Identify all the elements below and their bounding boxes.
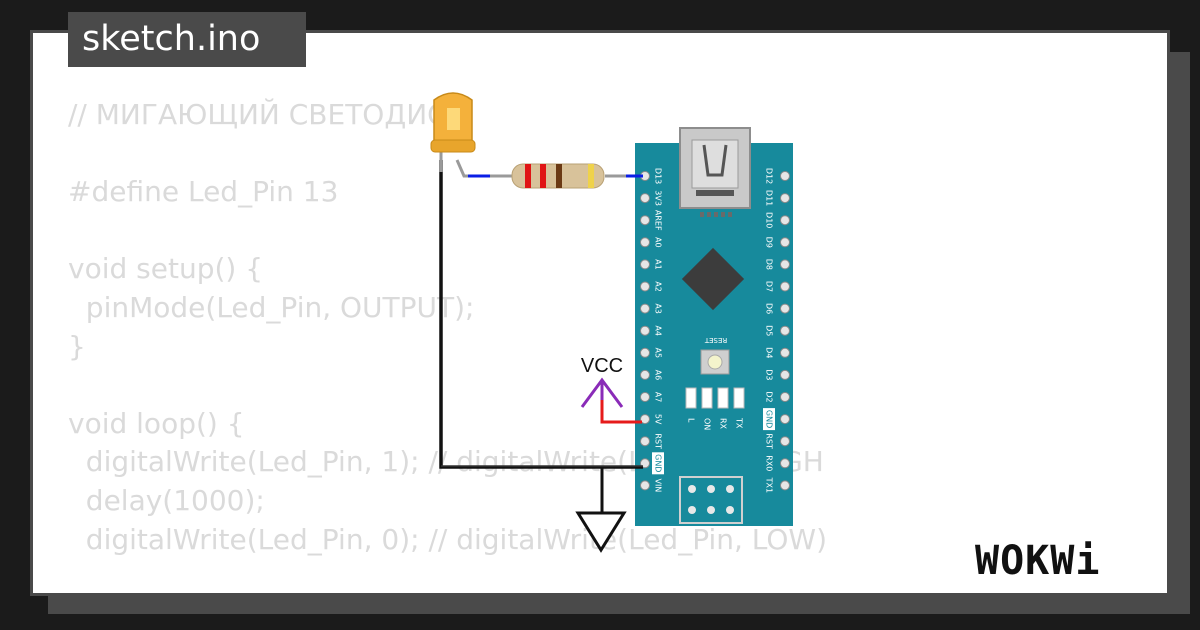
right-pin-label: D9 [765, 237, 774, 248]
left-pin-vin[interactable] [640, 480, 650, 491]
left-pin-3v3[interactable] [640, 193, 650, 204]
left-pin-a2[interactable] [640, 281, 650, 292]
left-pin-label: 5V [654, 414, 663, 425]
ground-wire [439, 160, 643, 469]
left-pin-a6[interactable] [640, 369, 650, 380]
right-pin-d3[interactable] [780, 369, 790, 380]
left-pin-5v[interactable] [640, 414, 650, 425]
right-pin-label: D2 [765, 391, 774, 402]
left-pin-label: RST [654, 433, 663, 449]
right-pin-d10[interactable] [780, 215, 790, 226]
right-pin-d11[interactable] [780, 193, 790, 204]
right-pin-label: D6 [765, 303, 774, 314]
right-pin-label: D3 [765, 369, 774, 380]
left-pin-label: A7 [654, 392, 663, 403]
left-pin-label: A6 [654, 370, 663, 381]
left-pin-rst[interactable] [640, 436, 650, 447]
vcc-symbol-icon: VCC [580, 355, 624, 408]
left-pin-label: 3V3 [654, 190, 663, 206]
code-line: void setup() { [68, 252, 264, 286]
right-pin-label: RX0 [765, 455, 774, 471]
right-pin-label: D5 [765, 325, 774, 336]
left-pin-label: A5 [654, 348, 663, 359]
code-line: pinMode(Led_Pin, OUTPUT); [68, 290, 475, 324]
right-pin-d8[interactable] [780, 259, 790, 270]
wokwi-logo: WOKWi [975, 538, 1100, 584]
led-anode-lead [455, 159, 486, 178]
vcc-label: VCC [581, 355, 623, 377]
right-pin-label: D7 [765, 281, 774, 292]
file-tab[interactable]: sketch.ino [68, 12, 306, 67]
left-pin-a4[interactable] [640, 325, 650, 336]
left-pin-a7[interactable] [640, 392, 650, 402]
right-pin-label: D10 [765, 212, 774, 228]
status-led-label: RX [719, 418, 728, 430]
right-pin-rx0[interactable] [780, 458, 790, 469]
right-pin-rst[interactable] [780, 436, 790, 447]
code-line: void loop() { [68, 406, 245, 440]
left-pin-label: GND [654, 454, 663, 472]
gnd-label-highlight [652, 452, 664, 475]
logo-text: WOKWi [975, 538, 1100, 584]
right-pin-label: D8 [765, 259, 774, 270]
usb-connector [679, 127, 751, 217]
canvas-card [30, 30, 1170, 596]
left-pin-label: AREF [654, 210, 663, 231]
right-pin-label: D4 [765, 347, 774, 358]
code-line: #define Led_Pin 13 [68, 175, 339, 209]
vcc-wire [600, 398, 642, 424]
gnd-label-highlight [763, 408, 775, 431]
left-pin-label: VIN [654, 478, 663, 492]
right-pin-d2[interactable] [780, 392, 790, 402]
right-pin-label: D12 [765, 168, 774, 184]
right-pin-label: TX1 [765, 477, 774, 493]
right-pin-d6[interactable] [780, 303, 790, 314]
led-icon[interactable] [430, 92, 476, 172]
status-led-label: L [687, 418, 696, 423]
right-pin-label: RST [765, 433, 774, 449]
right-pin-d4[interactable] [780, 347, 790, 358]
left-pin-aref[interactable] [640, 215, 650, 226]
right-pin-d5[interactable] [780, 325, 790, 336]
reset-button-cap [707, 354, 723, 370]
right-pin-d7[interactable] [780, 281, 790, 292]
left-pin-a3[interactable] [640, 303, 650, 314]
icsp-header [679, 476, 743, 524]
left-pin-a1[interactable] [640, 259, 650, 270]
left-pin-label: A1 [654, 259, 663, 270]
right-pin-label: D11 [765, 190, 774, 206]
status-led-label: TX [735, 417, 744, 429]
left-pin-a0[interactable] [640, 237, 650, 248]
right-pin-tx1[interactable] [780, 480, 790, 491]
left-pin-label: A0 [654, 237, 663, 248]
right-pin-label: GND [765, 410, 774, 428]
ground-symbol-icon [575, 511, 627, 553]
right-pin-d9[interactable] [780, 237, 790, 248]
right-pin-gnd[interactable] [780, 414, 790, 425]
left-pin-a5[interactable] [640, 347, 650, 358]
resistor-icon[interactable] [490, 163, 605, 189]
left-pin-label: D13 [654, 168, 663, 184]
status-led-label: ON [703, 418, 712, 430]
code-line: } [68, 329, 86, 363]
status-leds [685, 387, 745, 409]
left-pin-label: A4 [654, 325, 663, 336]
left-pin-label: A3 [654, 303, 663, 314]
reset-label: RESET [704, 336, 727, 344]
code-line: delay(1000); [68, 483, 265, 517]
left-pin-label: A2 [654, 281, 663, 292]
microcontroller-chip [681, 247, 745, 311]
right-pin-d12[interactable] [780, 171, 790, 181]
